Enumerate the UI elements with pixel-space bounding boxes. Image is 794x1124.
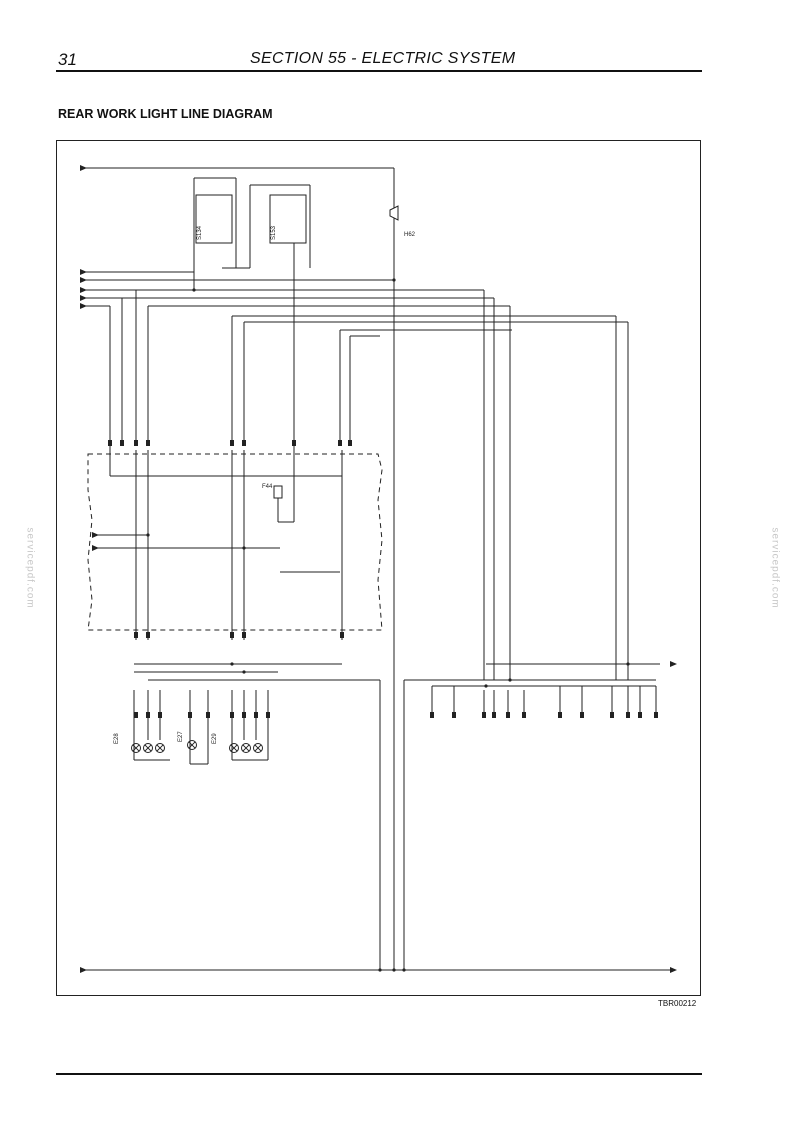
component-label-h62: H62 xyxy=(404,232,416,238)
diagram-heading: REAR WORK LIGHT LINE DIAGRAM xyxy=(58,107,273,121)
component-label-s134: S134 xyxy=(197,225,203,240)
component-label-e27: E27 xyxy=(178,731,184,742)
watermark-left: servicepdf.com xyxy=(24,527,36,609)
footer-rule xyxy=(56,1073,702,1075)
component-label-f44: F44 xyxy=(262,484,273,490)
component-label-e28: E28 xyxy=(114,733,120,744)
header-rule xyxy=(56,70,702,72)
diagram-frame xyxy=(56,140,701,996)
component-label-e29: E29 xyxy=(212,733,218,744)
watermark-right: servicepdf.com xyxy=(769,527,781,609)
component-label-s153: S153 xyxy=(271,225,277,240)
section-title: SECTION 55 - ELECTRIC SYSTEM xyxy=(250,50,516,67)
page-number: 31 xyxy=(58,50,77,69)
figure-code: TBR00212 xyxy=(658,999,697,1008)
